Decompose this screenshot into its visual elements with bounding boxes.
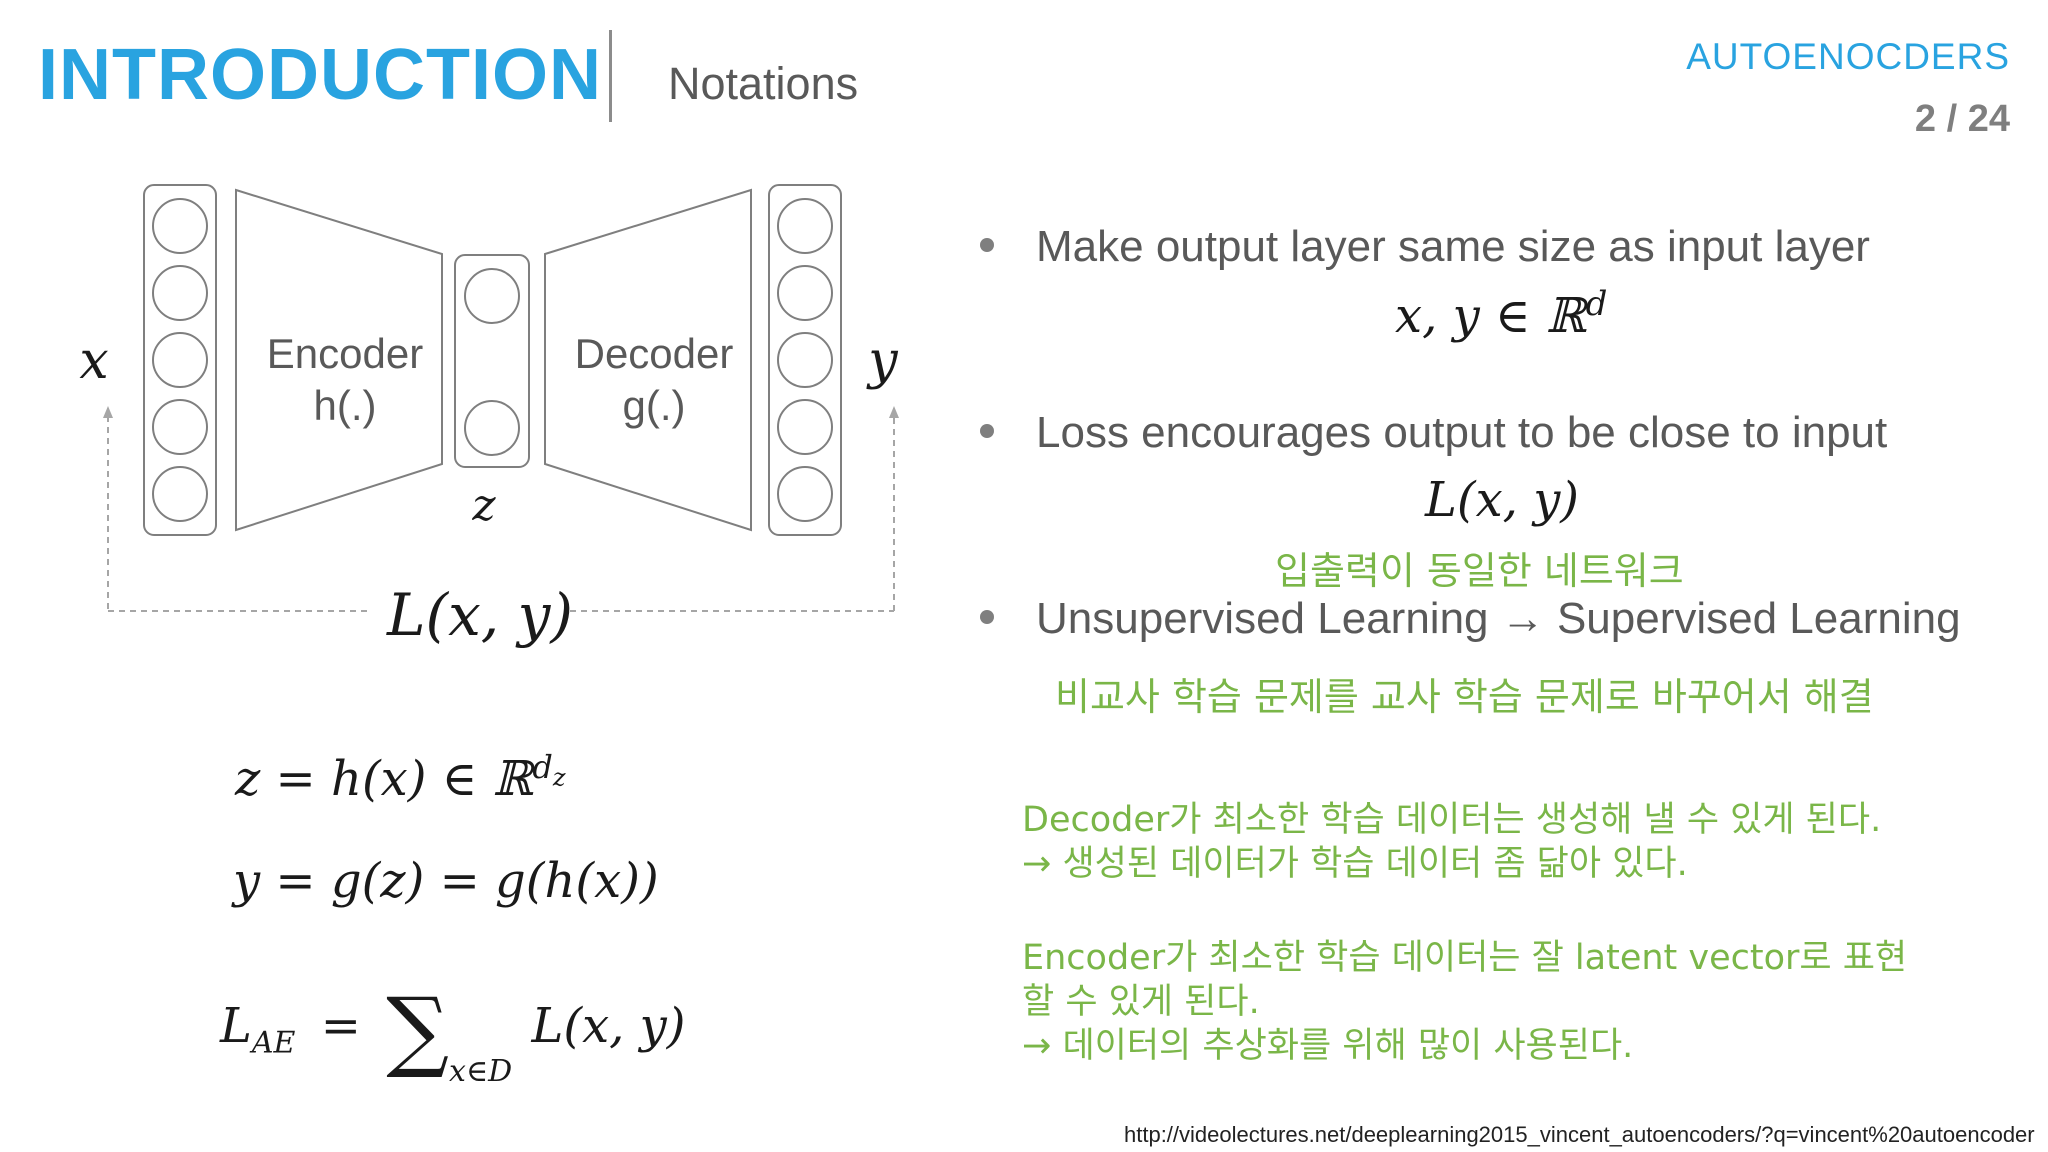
bullet-1-math-sup: d [1585, 284, 1608, 324]
equation-loss: LAE = ∑x∈D L(x, y) [220, 960, 686, 1089]
bullet-3-text: Unsupervised Learning → Supervised Learn… [1036, 594, 1961, 643]
loss-lhs-sub: AE [251, 1025, 296, 1061]
equation-z-sup: d [532, 748, 553, 786]
bullet-dot [980, 610, 994, 625]
title-divider [609, 30, 612, 122]
output-layer [768, 184, 842, 536]
output-neurons [777, 198, 833, 522]
bullet-2-note: 입출력이 동일한 네트워크 [1275, 549, 1684, 593]
sum-symbol: ∑ [386, 978, 450, 1081]
encoder-name: Encoder [267, 330, 423, 377]
equation-y: y = g(z) = g(h(x)) [233, 853, 659, 909]
decoder-block [544, 188, 752, 532]
autoencoder-diagram: Encoder h(.) Decoder g(.) x y z L(x, y) [79, 184, 899, 649]
loss-arrow-left [103, 406, 113, 418]
decoder-fn: g(.) [623, 382, 686, 429]
input-neurons [152, 198, 208, 522]
bullet-3-note: 비교사 학습 문제를 교사 학습 문제로 바꾸어서 해결 [1055, 675, 1874, 719]
loss-label-bg [370, 590, 570, 634]
bullet-1: Make output layer same size as input lay… [980, 222, 1870, 272]
loss-eq: = [320, 998, 361, 1054]
equation-z: z = h(x) ∈ ℝdz [235, 748, 566, 807]
input-label: x [79, 331, 108, 391]
equation-z-sub: z [552, 763, 566, 792]
bullet-1-math-text: x, y ∈ ℝ [1395, 288, 1586, 344]
encoder-note-line-3: → 데이터의 추상화를 위해 많이 사용된다. [1022, 1026, 1634, 1066]
encoder-note-line-2: 할 수 있게 된다. [1022, 982, 1260, 1022]
latent-label: z [471, 480, 496, 531]
bullet-2-text: Loss encourages output to be close to in… [1036, 408, 1888, 457]
bullet-1-math: x, y ∈ ℝd [1395, 284, 1607, 344]
deck-title: AUTOENOCDERS [1686, 36, 2010, 77]
slide-subtitle: Notations [668, 58, 859, 109]
page-number: 2 / 24 [1914, 98, 2010, 140]
bullet-dot [980, 424, 994, 439]
decoder-note: Decoder가 최소한 학습 데이터는 생성해 낼 수 있게 된다. → 생성… [1022, 798, 1881, 886]
bullet-3: Unsupervised Learning → Supervised Learn… [980, 594, 1961, 644]
encoder-note-line-1: Encoder가 최소한 학습 데이터는 잘 latent vector로 표현 [1022, 938, 1908, 978]
loss-label: L(x, y) [386, 581, 573, 649]
bullet-dot [980, 238, 994, 253]
decoder-name: Decoder [575, 330, 734, 377]
loss-lhs: L [220, 998, 252, 1054]
encoder-block [235, 188, 443, 532]
decoder-note-line-2: → 생성된 데이터가 학습 데이터 좀 닮아 있다. [1022, 844, 1688, 884]
latent-layer [454, 254, 530, 468]
output-label: y [866, 331, 898, 391]
equation-z-text: z = h(x) ∈ ℝ [235, 751, 533, 807]
source-link[interactable]: http://videolectures.net/deeplearning201… [1124, 1122, 2035, 1147]
bullet-2: Loss encourages output to be close to in… [980, 408, 1887, 458]
bullet-1-text: Make output layer same size as input lay… [1036, 222, 1870, 271]
slide-title: INTRODUCTION [38, 35, 602, 115]
loss-path [107, 416, 895, 612]
encoder-note: Encoder가 최소한 학습 데이터는 잘 latent vector로 표현… [1022, 936, 1907, 1068]
loss-arrow-right [889, 406, 899, 418]
loss-term: L(x, y) [531, 998, 686, 1054]
decoder-note-line-1: Decoder가 최소한 학습 데이터는 생성해 낼 수 있게 된다. [1022, 800, 1882, 840]
latent-neurons [464, 268, 520, 456]
bullet-2-math: L(x, y) [1425, 472, 1580, 528]
input-layer [143, 184, 217, 536]
sum-subscript: x∈D [449, 1053, 513, 1089]
encoder-fn: h(.) [314, 382, 377, 429]
